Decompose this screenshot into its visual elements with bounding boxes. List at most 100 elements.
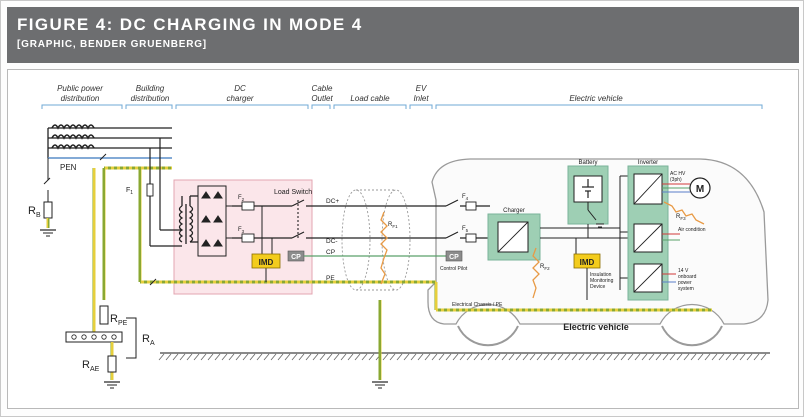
ground-hatch-mark (473, 353, 480, 361)
section-dc-charger-l2: charger (226, 94, 253, 103)
ground-hatch-mark (361, 353, 368, 361)
ground-hatch-mark (207, 353, 214, 361)
onboard-charger-label: Charger (503, 208, 525, 214)
ground-hatch-mark (641, 353, 648, 361)
control-pilot-label: Control Pilot (440, 266, 468, 272)
ground-hatch-mark (585, 353, 592, 361)
inverter-diagonals (633, 173, 663, 293)
rear-wheel (661, 325, 723, 347)
fault-rf2 (532, 247, 540, 299)
ground-hatch-mark (487, 353, 494, 361)
ground-hatch-mark (578, 353, 585, 361)
dc-plus-label: DC+ (326, 198, 339, 205)
pe-break-mark (149, 278, 157, 286)
inlet-contacts (445, 199, 459, 239)
fuse-f4 (465, 201, 477, 211)
ac-hv-label-1: AC HV (670, 171, 686, 177)
ground-hatch-mark (305, 353, 312, 361)
rf1-label: RF1 (388, 222, 398, 229)
insulation-label-1: Insulation (590, 272, 612, 278)
ground-hatch-mark (606, 353, 613, 361)
section-building-l1: Building (136, 84, 165, 93)
section-brackets (41, 104, 763, 109)
section-ev-inlet-l2: Inlet (413, 94, 429, 103)
air-condition-label: Air condition (678, 227, 706, 233)
ground-hatch-mark (452, 353, 459, 361)
ground-hatch-mark (347, 353, 354, 361)
supply-lines (47, 124, 172, 158)
rb-label: RB (28, 205, 41, 219)
section-ev-inlet-l1: EV (416, 84, 427, 93)
insulation-label-2: Monitoring (590, 278, 614, 284)
ground-hatch-mark (424, 353, 431, 361)
charger-cp-label: CP (291, 254, 301, 261)
ground-hatch-mark (193, 353, 200, 361)
building-feeds (149, 138, 182, 247)
rb-resistor (40, 158, 56, 237)
charger-imd (251, 253, 281, 269)
ground-hatch-mark (564, 353, 571, 361)
inverter-label: Inverter (638, 160, 658, 166)
fault-rf1 (380, 211, 388, 285)
insulation-label-3: Device (590, 284, 606, 290)
ground-hatch-mark (725, 353, 732, 361)
section-dc-charger-l1: DC (234, 84, 246, 93)
dcdc-diagonal (497, 221, 529, 253)
ground-hatch-mark (214, 353, 221, 361)
ground-hatch-mark (732, 353, 739, 361)
ground-hatch-mark (508, 353, 515, 361)
load-switch-label: Load Switch (274, 189, 312, 196)
load-switch (291, 199, 305, 239)
fault-rf3 (663, 201, 705, 225)
ground-hatch-mark (340, 353, 347, 361)
section-cable-outlet-l1: Cable (312, 84, 333, 93)
ground-hatch-mark (165, 353, 172, 361)
ground-hatch-mark (522, 353, 529, 361)
fault-paths (380, 201, 705, 299)
fuse-f3 (241, 233, 255, 243)
fuse-f1 (146, 183, 154, 197)
ground-hatch-mark (431, 353, 438, 361)
ground-hatch-mark (368, 353, 375, 361)
ground-hatch-mark (592, 353, 599, 361)
ground-hatch-mark (354, 353, 361, 361)
ra-label: RA (142, 333, 155, 347)
ground-hatch-mark (711, 353, 718, 361)
ground-hatch-mark (326, 353, 333, 361)
ground-hatch-mark (179, 353, 186, 361)
ground-hatch-mark (312, 353, 319, 361)
ground-hatch-mark (529, 353, 536, 361)
ground-hatch-mark (753, 353, 760, 361)
rae-label: RAE (82, 359, 100, 373)
section-electric-vehicle: Electric vehicle (569, 94, 623, 103)
ground-hatch-mark (704, 353, 711, 361)
f2-label: F2 (238, 195, 245, 202)
cable-ground-symbol (372, 381, 388, 389)
ground-hatch-mark (256, 353, 263, 361)
section-public-power-l2: distribution (61, 94, 100, 103)
ground-hatch-mark (480, 353, 487, 361)
pen-label: PEN (60, 163, 77, 172)
ground-hatch-mark (417, 353, 424, 361)
inverter-units (633, 173, 663, 293)
load-cable-shield (341, 189, 411, 291)
ground-hatch-mark (655, 353, 662, 361)
ra-bracket (126, 317, 137, 359)
ground-hatch-mark (760, 353, 767, 361)
ground-hatch-mark (613, 353, 620, 361)
pe-line-label: PE (326, 275, 335, 282)
vehicle-body (427, 158, 769, 325)
ground-hatch-mark (249, 353, 256, 361)
ground-hatch-mark (263, 353, 270, 361)
ground-hatch-mark (284, 353, 291, 361)
ground-hatch-mark (627, 353, 634, 361)
ground-hatch-mark (515, 353, 522, 361)
rpe-label: RPE (110, 313, 128, 327)
ground-hatch-mark (277, 353, 284, 361)
motor-icon (689, 177, 711, 199)
ground-hatch-mark (186, 353, 193, 361)
ground-hatch-mark (319, 353, 326, 361)
dc-bus-breaks (346, 205, 410, 239)
ground-hatch-mark (382, 353, 389, 361)
fuse-f2 (241, 201, 255, 211)
